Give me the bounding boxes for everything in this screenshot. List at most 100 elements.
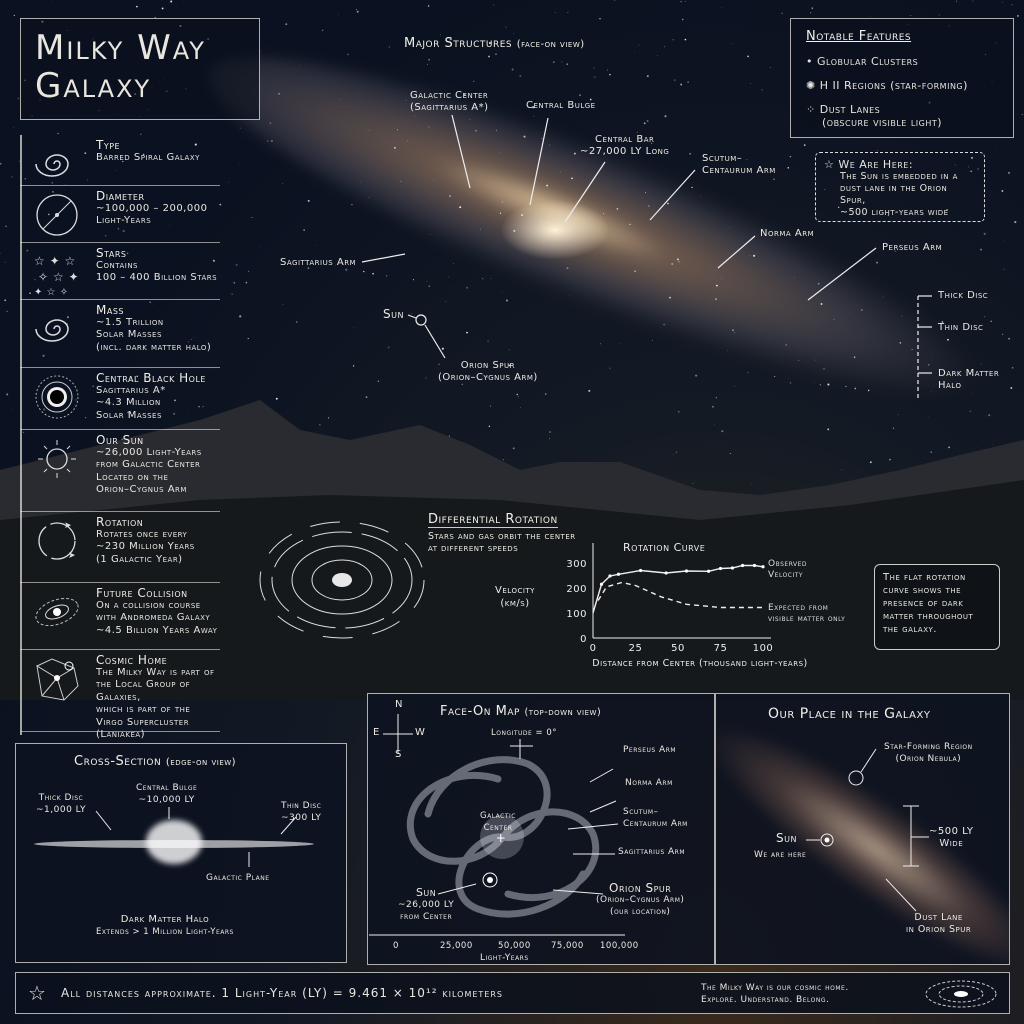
x-tick-label: 0 [590,643,597,654]
fact-heading: Cosmic Home [96,653,168,667]
scale-unit: Light-Years [480,953,529,963]
note-line: matter throughout [883,611,974,622]
fact-heading: Our Sun [96,433,144,447]
fact-heading: Central Black Hole [96,371,206,385]
chart-title: Rotation Curve [623,541,705,554]
fact-heading: Rotation [96,515,144,529]
fact-line: (Laniakea) [96,729,146,740]
here-line: dust lane in the Orion Spur, [840,183,948,206]
map-label-perseus: Perseus Arm [623,745,677,755]
fact-line: ~230 Million Years [96,541,195,552]
expected-velocity-line [597,581,763,609]
label-galactic-center: Galactic Center(Sagittarius A*) [410,90,489,113]
fact-heading: Future Collision [96,586,188,600]
x-tick-label: 25 [629,643,643,654]
compass-s: S [395,749,402,760]
galaxy-icon [925,980,997,1008]
y-axis-label: Velocity [495,585,535,596]
fact-line: Rotates once every [96,528,188,540]
label-thin-disc: Thin Disc [938,322,984,333]
y-tick-label: 100 [566,609,587,620]
observed-point [752,563,757,568]
fact-line: 100 – 400 Billion Stars [96,272,218,283]
fact-line: Contains [96,259,138,271]
legend-expected: Expected from [768,603,828,613]
fact-line: ~4.3 Million [96,397,161,408]
label-sagittarius-arm: Sagittarius Arm [280,257,357,268]
rotating-galaxy-illustration [259,521,425,639]
label-we-are-here: We are here [754,850,807,860]
scale-tick: 25,000 [440,941,473,951]
legend-observed-2: Velocity [768,570,803,580]
label-thin-disc-size: Thin Disc~300 LY [281,801,322,823]
our-place-title: Our Place in the Galaxy [768,706,931,722]
legend-observed: Observed [768,559,807,569]
spiral-icon [35,154,69,177]
svg-text:☆ ✦ ☆: ☆ ✦ ☆ [34,254,76,268]
place-annotations [806,748,929,912]
x-tick-label: 100 [753,643,774,654]
fact-line: from Galactic Center [96,459,201,470]
galaxy-icon [35,597,79,627]
we-are-here-title: ☆ We Are Here: [824,158,914,171]
scale-tick: 100,000 [600,941,639,951]
fact-line: (1 Galactic Year) [96,553,183,565]
observed-point [616,572,621,576]
svg-text:➤: ➤ [64,521,72,531]
fact-heading: Diameter [96,189,145,203]
note-line: presence of dark [883,598,964,609]
network-icon [36,658,79,701]
notable-features-panel: Notable Features • Globular Clusters ✺ H… [790,18,1014,138]
fact-line: ~26,000 Light-Years [96,446,202,458]
here-line: The Sun is embedded in a [840,171,958,182]
fact-line: ~4.5 Billion Years Away [96,624,218,636]
fact-line: Orion–Cygnus Arm [96,484,187,495]
column-divider [20,135,22,735]
y-tick-label: 0 [580,634,587,645]
compass-n: N [395,699,403,710]
footer: ☆ All distances approximate. 1 Light-Yea… [15,972,1010,1014]
title-line-1: Milky Way [35,28,206,68]
x-tick-label: 50 [671,643,685,654]
note-line: the galaxy. [883,624,937,635]
label-nebula: Star-Forming Region(Orion Nebula) [884,742,973,764]
x-tick-label: 75 [714,643,728,654]
observed-point [664,571,668,575]
fact-line: Solar Masses [96,409,162,421]
title-box: Milky Way Galaxy [20,18,260,120]
map-label-scutum: Scutum–Centaurum Arm [623,807,688,829]
compass-e: E [373,727,380,738]
map-label-norma: Norma Arm [625,778,673,788]
face-on-map-panel: Face-On Map (top-down view) N E W S Long… [367,693,715,965]
label-sun-place: Sun [776,831,797,845]
black-hole-icon [35,375,79,419]
sun-marker [487,877,493,883]
y-tick-label: 200 [566,584,587,595]
edge-on-galaxy-illustration [34,807,314,867]
label-central-bar: Central Bar~27,000 LY Long [580,134,670,157]
svg-text:✧ ☆ ✦: ✧ ☆ ✦ [38,270,79,284]
fact-line: Solar Masses [96,329,162,340]
label-bulge-size: Central Bulge~10,000 LY [136,783,198,805]
star-icon: ☆ [28,981,47,1005]
rotation-arrows-icon: ➤➤ [38,521,76,561]
fact-line: ~100,000 – 200,000 [96,202,208,214]
scale-tick: 75,000 [551,941,584,951]
cross-section-panel: Cross-Section (edge-on view) Thick Disc~… [15,743,347,963]
galactic-center-cross: + [496,831,507,845]
our-place-panel: Our Place in the Galaxy Star-Forming Reg… [715,693,1010,965]
stars-icon: ☆ ✦ ☆✧ ☆ ✦✦ ☆ ✧ [34,254,79,298]
notable-features-title: Notable Features [806,29,912,44]
observed-velocity-line [592,564,764,614]
label-galactic-plane: Galactic Plane [206,873,270,883]
